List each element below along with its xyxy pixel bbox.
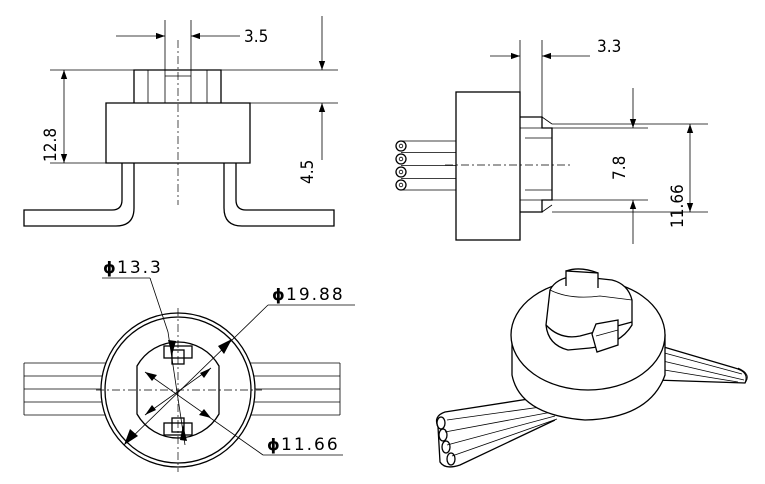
isometric-view — [435, 268, 748, 468]
side-body — [455, 91, 521, 241]
front-button — [133, 69, 222, 103]
side-view: 3.3 7.8 11.66 — [395, 37, 708, 244]
dim-side-outer-height: 11.66 — [668, 184, 688, 228]
dim-front-total-height: 12.8 — [41, 128, 61, 162]
phi-symbol-d2: ϕ — [272, 285, 285, 304]
dim-front-lower-height: 4.5 — [298, 160, 318, 184]
front-view: 3.5 12.8 4.5 — [23, 16, 338, 227]
side-button — [520, 116, 553, 213]
top-view: ϕ 19.88 ϕ 13.3 ϕ 11.66 — [23, 258, 355, 472]
dim-front-top-gap: 3.5 — [244, 27, 268, 47]
dim-side-top-gap: 3.3 — [597, 37, 621, 57]
dim-top-d1: 13.3 — [117, 258, 163, 278]
dim-top-d3: 11.66 — [281, 435, 340, 455]
phi-symbol-d1: ϕ — [103, 258, 116, 277]
dim-top-d2: 19.88 — [286, 285, 345, 305]
phi-symbol-d3: ϕ — [267, 435, 280, 454]
right-lead — [223, 163, 335, 227]
top-button-outline — [136, 341, 220, 439]
dim-side-inner-height: 7.8 — [610, 156, 630, 180]
left-lead — [23, 163, 135, 227]
